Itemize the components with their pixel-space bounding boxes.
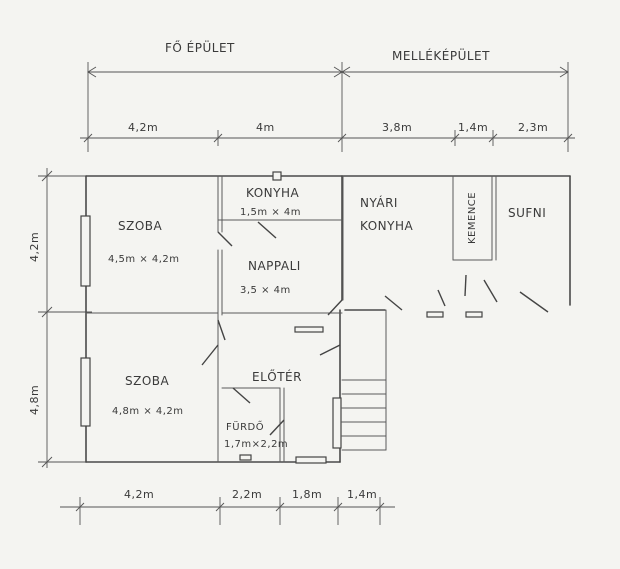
room-name-szoba-2: SZOBA bbox=[125, 374, 170, 388]
room-size-nappali: 3,5 × 4m bbox=[240, 285, 291, 296]
top-dim-5: 2,3m bbox=[518, 121, 548, 134]
window-konyha bbox=[272, 171, 282, 181]
room-name-furdo: FÜRDŐ bbox=[226, 419, 264, 433]
top-dim-1: 4,2m bbox=[128, 121, 158, 134]
left-dimension-line bbox=[38, 168, 92, 468]
room-name-nappali: NAPPALI bbox=[248, 259, 301, 273]
doors bbox=[201, 221, 549, 436]
window-eloter bbox=[332, 397, 342, 449]
room-name-eloter: ELŐTÉR bbox=[252, 369, 302, 384]
window-annex-2 bbox=[465, 311, 483, 318]
room-size-szoba-2: 4,8m × 4,2m bbox=[112, 406, 184, 417]
window-szoba1 bbox=[80, 215, 91, 287]
top-dim-4: 1,4m bbox=[458, 121, 488, 134]
left-dim-1: 4,2m bbox=[28, 232, 41, 262]
main-building-header: FŐ ÉPÜLET bbox=[165, 39, 235, 55]
annex-header: MELLÉKÉPÜLET bbox=[392, 47, 490, 63]
room-size-konyha: 1,5m × 4m bbox=[240, 207, 301, 218]
room-name-konyha: KONYHA bbox=[246, 186, 299, 200]
room-size-furdo: 1,7m×2,2m bbox=[224, 439, 288, 450]
top-overall-dimension-lines bbox=[87, 62, 569, 152]
bottom-dim-1: 4,2m bbox=[124, 488, 154, 501]
window-szoba2 bbox=[80, 357, 91, 427]
room-name-kemence: KEMENCE bbox=[467, 192, 478, 244]
window-furdo bbox=[239, 454, 252, 461]
room-name-szoba-1: SZOBA bbox=[118, 219, 163, 233]
entrance-stairs bbox=[341, 309, 387, 451]
windows bbox=[80, 171, 483, 464]
bottom-dimension-line bbox=[60, 497, 395, 525]
bottom-dim-3: 1,8m bbox=[292, 488, 322, 501]
window-nyari-konyha bbox=[426, 311, 444, 318]
room-size-szoba-1: 4,5m × 4,2m bbox=[108, 254, 180, 265]
window-nappali-eloter bbox=[294, 326, 324, 333]
top-dim-2: 4m bbox=[256, 121, 275, 134]
room-name-nyari: NYÁRI bbox=[360, 195, 398, 210]
annex-walls bbox=[341, 175, 571, 306]
top-segment-dimension-line bbox=[80, 130, 575, 146]
top-dim-3: 3,8m bbox=[382, 121, 412, 134]
room-name-sufni: SUFNI bbox=[508, 206, 546, 220]
bottom-dim-2: 2,2m bbox=[232, 488, 262, 501]
bottom-dim-4: 1,4m bbox=[347, 488, 377, 501]
window-bottom bbox=[295, 456, 327, 464]
left-dim-2: 4,8m bbox=[28, 385, 41, 415]
room-name-konyha-annex: KONYHA bbox=[360, 219, 413, 233]
